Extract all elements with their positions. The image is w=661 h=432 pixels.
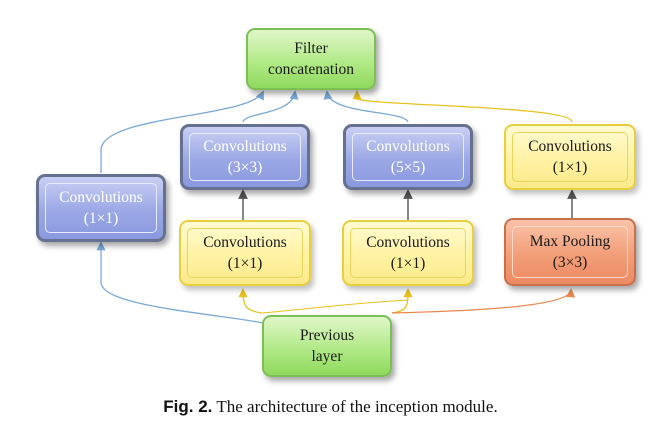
figure-caption: Fig. 2. The architecture of the inceptio… (0, 397, 661, 417)
conv1x1-right-top-line1: Convolutions (528, 138, 612, 155)
conv1x1-mid-a-line2: (1×1) (227, 255, 263, 272)
arrow-conv1-right-to-concat (352, 90, 573, 123)
filter-concatenation-line2: concatenation (267, 61, 355, 78)
arrow-prev-to-conv1-mid-b (391, 288, 413, 314)
previous-layer-box: Previous layer (262, 315, 392, 377)
conv1x1-mid-b-box: Convolutions (1×1) (342, 220, 474, 286)
max-pooling-box: Max Pooling (3×3) (504, 218, 636, 286)
conv1x1-left-line2: (1×1) (83, 210, 119, 227)
previous-layer-line1: Previous (299, 327, 355, 344)
conv1x1-mid-b-line1: Convolutions (366, 234, 450, 251)
filter-concatenation-line1: Filter (294, 40, 328, 57)
arrow-conv1-left-to-concat (100, 90, 264, 173)
max-pooling-line1: Max Pooling (529, 233, 611, 250)
conv3x3-line1: Convolutions (203, 138, 287, 155)
conv1x1-right-top-line2: (1×1) (552, 159, 588, 176)
filter-concatenation-box: Filter concatenation (246, 28, 376, 90)
caption-text: The architecture of the inception module… (216, 397, 498, 416)
conv3x3-box: Convolutions (3×3) (180, 124, 310, 190)
previous-layer-line2: layer (311, 348, 343, 365)
conv1x1-mid-a-line1: Convolutions (203, 234, 287, 251)
conv1x1-right-top-box: Convolutions (1×1) (504, 124, 636, 190)
arrow-conv5-to-concat (323, 90, 409, 123)
conv1x1-mid-a-box: Convolutions (1×1) (179, 220, 311, 286)
conv1x1-left-line1: Convolutions (59, 189, 143, 206)
caption-label: Fig. 2. (163, 397, 213, 416)
max-pooling-line2: (3×3) (552, 254, 588, 271)
conv5x5-line1: Convolutions (366, 138, 450, 155)
arrow-conv3-to-concat (242, 90, 299, 123)
arrow-prev-to-maxpool (391, 288, 576, 314)
arrow-prev-to-conv1-mid-a (238, 288, 263, 314)
conv1x1-left-box: Convolutions (1×1) (36, 174, 166, 242)
arrow-prev-to-conv1-left (96, 241, 265, 324)
arrow-prev-yellow-branch (261, 299, 409, 314)
conv3x3-line2: (3×3) (227, 159, 263, 176)
conv1x1-mid-b-line2: (1×1) (390, 255, 426, 272)
conv5x5-box: Convolutions (5×5) (343, 124, 473, 190)
conv5x5-line2: (5×5) (390, 159, 426, 176)
